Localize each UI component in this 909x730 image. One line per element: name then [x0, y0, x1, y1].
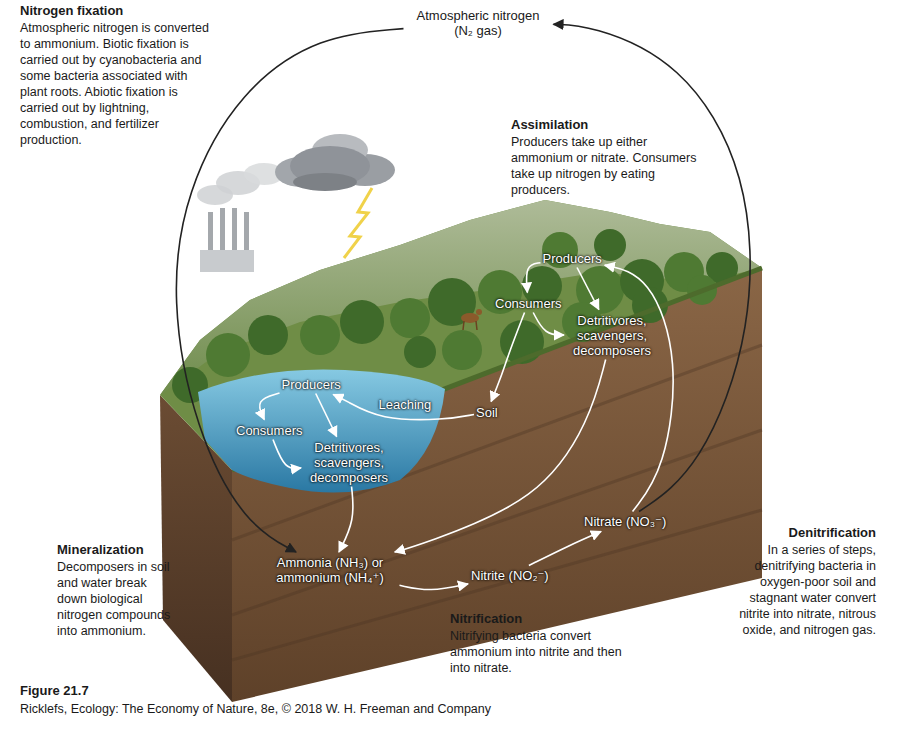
flow-arrow	[491, 313, 524, 402]
process-description: Producers take up either ammonium or nit…	[511, 134, 711, 198]
process-description: Nitrifying bacteria convert ammonium int…	[450, 628, 628, 676]
cycle-node: Detritivores, scavengers, decomposers	[567, 313, 657, 358]
chimney	[220, 208, 225, 252]
cycle-node: Nitrate (NO₃⁻)	[584, 514, 666, 529]
cycle-node: Producers	[543, 251, 602, 266]
cycle-node: Atmospheric nitrogen (N₂ gas)	[406, 8, 551, 38]
tree	[442, 330, 482, 370]
node-text: Producers	[282, 377, 341, 392]
tree	[390, 298, 430, 338]
flow-arrow	[333, 395, 474, 420]
process-heading: Nitrification	[450, 611, 635, 627]
storm-cloud	[275, 134, 395, 191]
hills	[160, 200, 762, 395]
cycle-node: Producers	[282, 377, 341, 392]
cycle-node: Detritivores, scavengers, decomposers	[304, 440, 394, 485]
flow-arrow	[533, 313, 564, 336]
process-heading: Mineralization	[57, 542, 182, 558]
chimney	[232, 208, 237, 252]
process-heading: Denitrification	[716, 525, 876, 541]
cycle-node: Ammonia (NH₃) or ammonium (NH₄⁺)	[263, 555, 398, 585]
node-text: Producers	[543, 251, 602, 266]
edge-label: Leaching	[379, 397, 432, 412]
figure-number: Figure 21.7	[20, 683, 89, 699]
flow-arrow	[529, 532, 601, 566]
flow-arrow	[605, 265, 673, 511]
cycle-node: Nitrite (NO₂⁻)	[471, 568, 549, 583]
node-text: Soil	[476, 405, 498, 420]
cloud-puff	[293, 173, 357, 191]
cycle-node: Consumers	[236, 423, 302, 438]
factory	[197, 163, 284, 272]
factory-building	[200, 250, 254, 272]
node-text: Atmospheric nitrogen (N₂ gas)	[406, 8, 551, 38]
tree	[404, 336, 436, 368]
flow-arrow	[400, 584, 469, 590]
cycle-node: Soil	[476, 405, 498, 420]
node-text: Detritivores, scavengers, decomposers	[304, 440, 394, 485]
ground-surface	[160, 200, 762, 470]
pond	[198, 369, 445, 492]
cycle-node: Consumers	[495, 296, 561, 311]
flow-arrow	[316, 394, 337, 437]
tree	[248, 315, 288, 355]
process-description: In a series of steps, denitrifying bacte…	[716, 542, 876, 638]
connectors	[176, 24, 750, 589]
flow-arrow	[176, 29, 403, 552]
tree	[300, 315, 340, 355]
tree	[340, 300, 384, 344]
node-text: Nitrite (NO₂⁻)	[471, 568, 549, 583]
flow-arrow	[339, 487, 353, 553]
process-description: Decomposers in soil and water break down…	[57, 559, 179, 639]
process-heading: Nitrogen fixation	[20, 3, 210, 19]
flow-arrow	[395, 360, 606, 553]
node-text: Nitrate (NO₃⁻)	[584, 514, 666, 529]
deer-head	[476, 309, 482, 315]
node-text: Consumers	[495, 296, 561, 311]
node-text: Detritivores, scavengers, decomposers	[567, 313, 657, 358]
credit-line: Ricklefs, Ecology: The Economy of Nature…	[20, 701, 491, 717]
chimney	[244, 212, 249, 252]
lightning	[344, 188, 372, 258]
node-text: Consumers	[236, 423, 302, 438]
chimney	[208, 212, 213, 252]
deer-legs	[463, 321, 477, 330]
flow-arrow	[273, 440, 301, 469]
flow-arrow	[554, 24, 751, 511]
process-heading: Assimilation	[511, 117, 711, 133]
deer	[461, 309, 482, 330]
node-text: Ammonia (NH₃) or ammonium (NH₄⁺)	[263, 555, 398, 585]
flow-arrow	[260, 393, 280, 419]
tree	[206, 333, 250, 377]
flow-arrow	[526, 263, 540, 293]
process-description: Atmospheric nitrogen is converted to amm…	[20, 20, 210, 148]
flow-arrow	[577, 268, 599, 310]
